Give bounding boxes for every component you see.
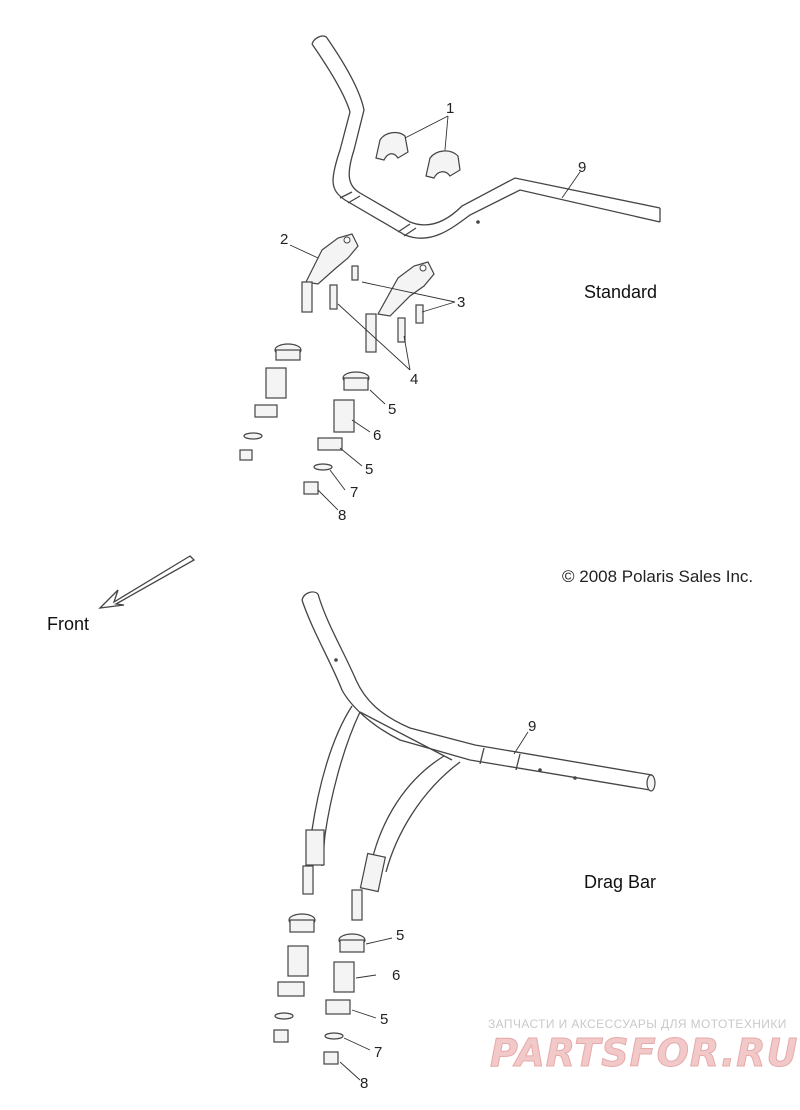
bolt-parts	[329, 265, 424, 343]
callout-3: 3	[457, 294, 465, 311]
bushing-stack-standard	[239, 343, 370, 495]
clamp-top-parts	[375, 131, 461, 179]
callout-6: 6	[373, 427, 381, 444]
label-drag-bar: Drag Bar	[584, 872, 656, 892]
label-standard: Standard	[584, 282, 657, 302]
watermark-logo: PARTSFOR.RU	[490, 1031, 798, 1075]
callouts-bottom: 9 5 6 5 7 8	[360, 718, 536, 1092]
callout-7b: 7	[374, 1044, 382, 1061]
standard-handlebar	[311, 35, 661, 239]
callout-9-bottom: 9	[528, 718, 536, 735]
front-arrow-icon	[98, 555, 196, 609]
callout-5a: 5	[388, 401, 396, 418]
bushing-stack-drag	[273, 913, 366, 1065]
watermark-caption: ЗАПЧАСТИ И АКСЕССУАРЫ ДЛЯ МОТОТЕХНИКИ	[488, 1017, 787, 1031]
drag-bar-handlebar	[301, 591, 656, 921]
callout-4: 4	[410, 371, 418, 388]
callout-5d: 5	[380, 1011, 388, 1028]
callout-7: 7	[350, 484, 358, 501]
callout-9-top: 9	[578, 159, 586, 176]
callout-5c: 5	[396, 927, 404, 944]
leader-lines-bottom	[339, 731, 529, 1081]
callout-5b: 5	[365, 461, 373, 478]
callout-8: 8	[338, 507, 346, 524]
callout-2: 2	[280, 231, 288, 248]
callout-8b: 8	[360, 1075, 368, 1092]
label-front: Front	[47, 614, 89, 634]
leader-lines-top	[289, 115, 581, 511]
callout-6b: 6	[392, 967, 400, 984]
callouts-top: 1 2 3 4 5 6 5 7 8 9	[280, 100, 586, 524]
riser-parts	[301, 233, 435, 353]
callout-1: 1	[446, 100, 454, 117]
copyright-text: © 2008 Polaris Sales Inc.	[562, 567, 753, 586]
